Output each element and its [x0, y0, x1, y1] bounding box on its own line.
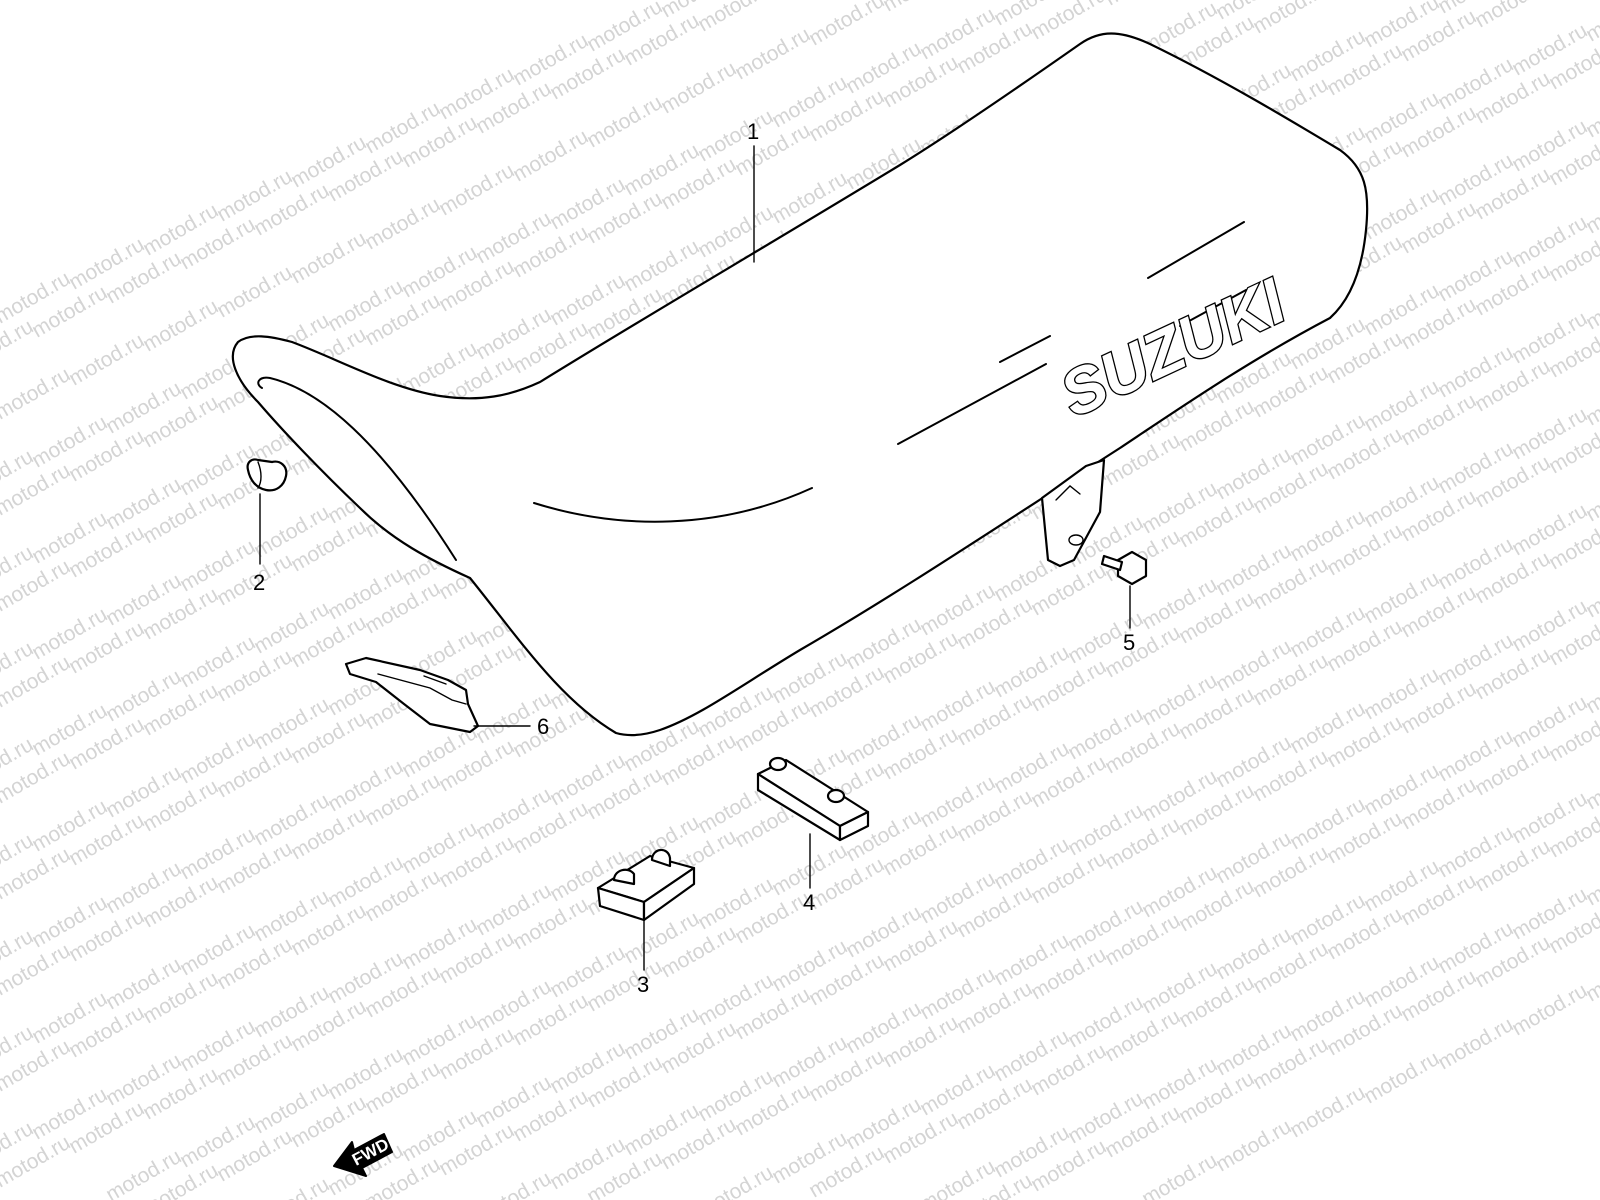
watermark-text: motod.ru: [1286, 1081, 1369, 1142]
seat-side-crease: [533, 487, 813, 523]
seat-rear-bracket: [1040, 458, 1106, 568]
watermark-text: motod.ru: [213, 261, 296, 322]
bolt-shank: [1100, 554, 1124, 572]
callout-1: 1: [747, 119, 759, 144]
watermark-text: motod.ru: [1508, 979, 1591, 1040]
watermark-text: motod.ru: [435, 159, 518, 220]
part-clip: [246, 458, 288, 565]
watermark-text: motod.ru: [65, 329, 148, 390]
plate-fold: [377, 673, 467, 705]
seat-stripe-lower-front: [999, 335, 1051, 363]
watermark-text: motod.ru: [139, 295, 222, 356]
seat-bracket-hole: [1068, 534, 1084, 546]
watermark-text: motod.ru: [472, 1167, 555, 1200]
watermark-text: motod.ru: [694, 0, 777, 36]
callout-3: 3: [637, 972, 649, 997]
watermark-text: motod.ru: [1212, 1115, 1295, 1176]
watermark-text: motod.ru: [694, 1161, 777, 1200]
cushion-side: [642, 866, 696, 922]
part-plate: [344, 656, 531, 734]
watermark-text: motod.ru: [805, 0, 888, 50]
plate-slot: [423, 675, 447, 685]
callout-6: 6: [537, 714, 549, 739]
cushion-knob-left: [612, 868, 636, 886]
callout-2: 2: [253, 570, 265, 595]
watermark-text: motod.ru: [509, 125, 592, 186]
cushion-knob-right: [650, 848, 672, 868]
clip-groove: [257, 461, 262, 489]
part-cushion: [596, 848, 696, 971]
seat-stripe-bottom-rear: [1179, 289, 1247, 327]
bolt-head: [1116, 550, 1148, 586]
watermark-text: motod.ru: [1249, 0, 1332, 38]
watermark-text: motod.ru: [1101, 0, 1184, 10]
watermark-text: motod.ru: [657, 57, 740, 118]
watermark-text: motod.ru: [1360, 1047, 1443, 1108]
callout-5: 5: [1123, 630, 1135, 655]
seat-bracket-fold: [1055, 485, 1081, 501]
part-bolt: [1100, 550, 1148, 629]
block-stud-left: [768, 756, 788, 772]
seat-front-seam: [257, 376, 457, 561]
watermark-text: motod.ru: [731, 23, 814, 84]
watermark-text: motod.ru: [879, 0, 962, 16]
seat-stripe-bottom: [897, 363, 1047, 445]
watermark-text: motod.ru: [768, 0, 851, 2]
block-stud-right: [826, 788, 846, 804]
watermark-text: motod.ru: [583, 91, 666, 152]
fwd-arrow-icon: [333, 1133, 393, 1177]
watermark-text: motod.ru: [287, 227, 370, 288]
watermark-text: motod.ru: [1471, 0, 1554, 32]
watermark-text: motod.ru: [250, 1173, 333, 1200]
callout-4: 4: [803, 890, 815, 915]
watermark-text: motod.ru: [361, 193, 444, 254]
watermark-text: motod.ru: [0, 363, 74, 424]
watermark-text: motod.ru: [1323, 0, 1406, 4]
watermark-text: motod.ru: [1434, 1013, 1517, 1074]
part-seat: SUZUKI: [231, 32, 1369, 737]
watermark-text: motod.ru: [1138, 1149, 1221, 1200]
part-cushion-block: [756, 756, 870, 889]
block-side: [838, 810, 870, 842]
seat-stripe-lower-rear: [1147, 221, 1245, 279]
